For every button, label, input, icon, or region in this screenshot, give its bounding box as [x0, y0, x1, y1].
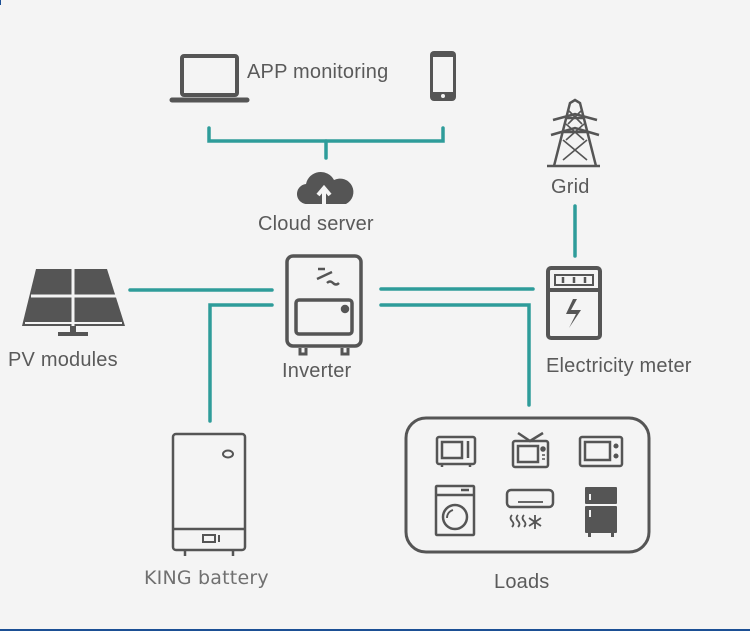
power-tower-icon	[547, 98, 600, 168]
laptop-icon	[169, 54, 250, 103]
pv-modules-label: PV modules	[8, 349, 118, 371]
loads-label: Loads	[494, 571, 550, 593]
television-icon	[511, 431, 550, 469]
battery-cabinet-icon	[171, 432, 247, 556]
frame-accent-left	[0, 0, 1, 5]
solar-panel-icon	[22, 269, 125, 336]
electricity-meter-icon	[546, 266, 602, 340]
connector-battery-to-inverter	[208, 303, 274, 423]
cloud-server-label: Cloud server	[258, 213, 374, 235]
refrigerator-icon	[585, 487, 617, 537]
inverter-label: Inverter	[282, 360, 352, 382]
battery-label: KING battery	[144, 567, 269, 589]
cloud-upload-icon	[296, 171, 354, 205]
app-monitoring-label: APP monitoring	[247, 61, 389, 83]
loads-container	[404, 416, 651, 554]
frame-accent-bottom	[0, 629, 750, 631]
connector-inverter-to-loads	[379, 303, 531, 407]
microwave-icon	[435, 435, 477, 467]
electricity-meter-label: Electricity meter	[546, 355, 692, 377]
washing-machine-icon	[434, 484, 476, 537]
oven-icon	[578, 435, 624, 468]
connector-app-bracket	[207, 126, 445, 143]
inverter-icon	[285, 254, 363, 356]
grid-label: Grid	[551, 176, 590, 198]
air-conditioner-icon	[505, 488, 555, 529]
smartphone-icon	[430, 51, 456, 101]
